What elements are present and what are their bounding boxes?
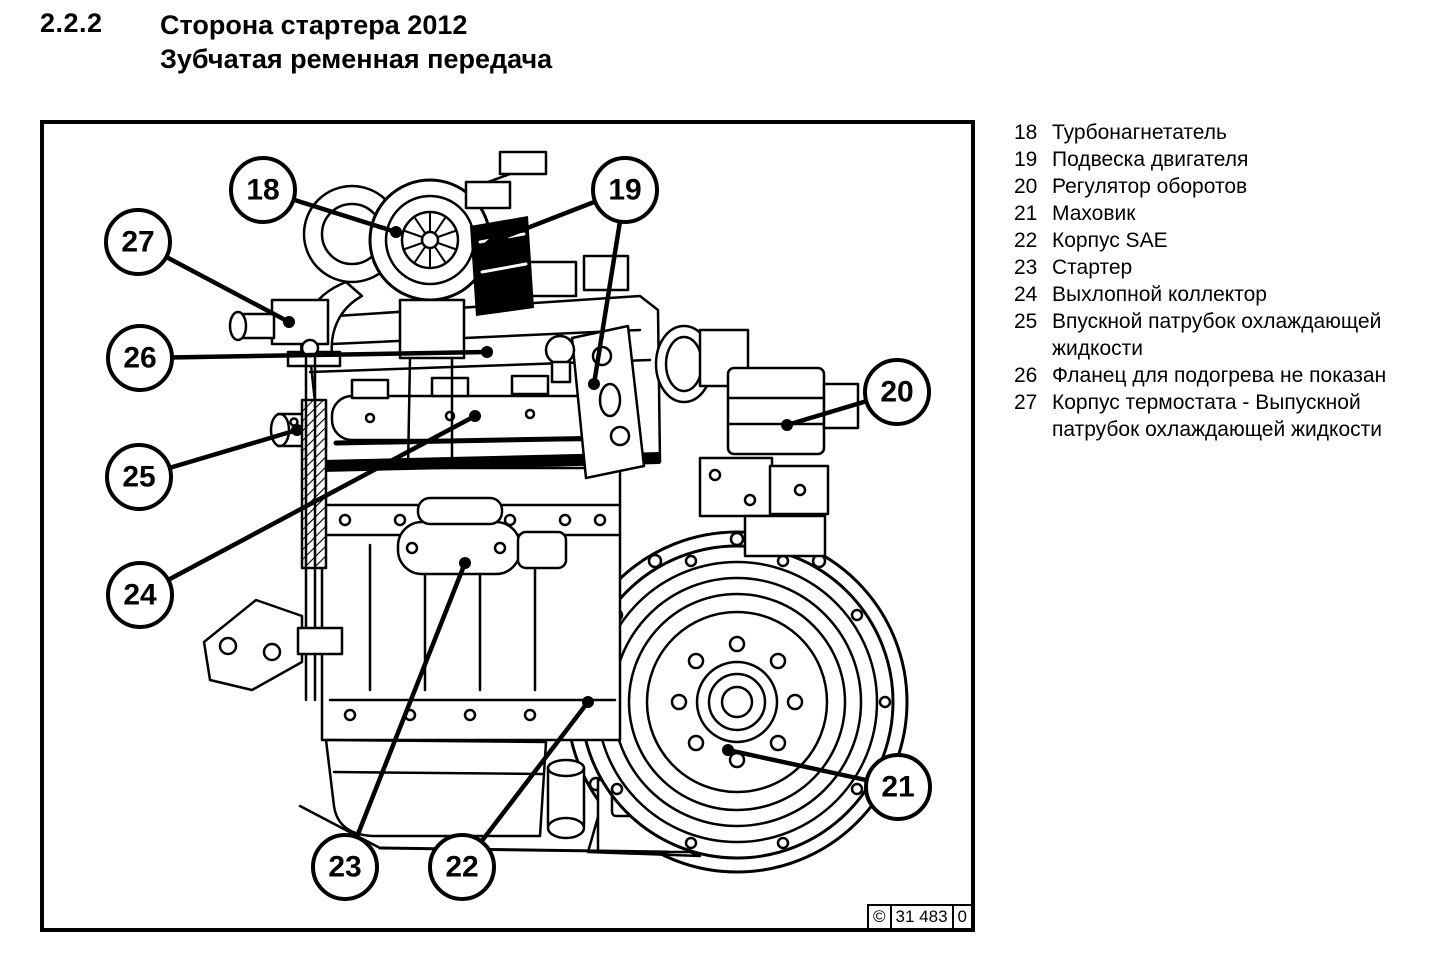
- governor-art: [698, 366, 860, 558]
- callout-number-18: 18: [246, 174, 279, 207]
- legend-item-number: 25: [1014, 310, 1038, 333]
- legend-item: 26 Фланец для подогрева не показан: [1014, 362, 1420, 389]
- leader-dot-26: [481, 346, 493, 358]
- callout-number-25: 25: [122, 461, 155, 494]
- leader-line-22: [460, 700, 590, 869]
- legend-item: 27 Корпус термостата - Выпускной патрубо…: [1014, 389, 1420, 443]
- callout-circle-26: [106, 324, 174, 392]
- legend-item-number: 19: [1014, 148, 1038, 171]
- engine-illustration: 18 19 20 21 22 23 24 25 26 27: [104, 150, 932, 901]
- leader-dot-20: [781, 419, 793, 431]
- legend-item-label: Корпус SAE: [1052, 229, 1168, 252]
- leader-dot-19-2: [588, 378, 600, 390]
- legend-item-label: Турбонагнетатель: [1052, 121, 1227, 144]
- callout-number-27: 27: [121, 226, 154, 259]
- title-line-2: Зубчатая ременная передача: [160, 44, 553, 74]
- legend-item-number: 20: [1014, 175, 1038, 198]
- callout-circle-20: [863, 358, 931, 426]
- title-line-1: Сторона стартера 2012: [160, 10, 468, 40]
- figure-number: 31 483: [889, 904, 952, 928]
- legend-item-number: 26: [1014, 364, 1038, 387]
- callout-number-23: 23: [328, 851, 361, 884]
- legend-item: 18 Турбонагнетатель: [1014, 119, 1420, 146]
- legend-item: 22 Корпус SAE: [1014, 227, 1420, 254]
- callout-number-21: 21: [881, 771, 914, 804]
- legend-item-label: Подвеска двигателя: [1052, 148, 1249, 171]
- section-number: 2.2.2: [40, 8, 103, 38]
- leader-dot-21: [722, 744, 734, 756]
- copyright-mark: ©: [867, 904, 890, 928]
- oil-pan-art: [324, 738, 586, 840]
- callout-number-26: 26: [123, 342, 156, 375]
- legend-item-number: 23: [1014, 256, 1038, 279]
- legend-item: 20 Регулятор оборотов: [1014, 173, 1420, 200]
- legend-item-label: Выхлопной коллектор: [1052, 283, 1267, 306]
- legend-list: 18 Турбонагнетатель 19 Подвеска двигател…: [1014, 119, 1420, 443]
- legend-item: 19 Подвеска двигателя: [1014, 146, 1420, 173]
- starter-art: [396, 496, 568, 576]
- legend-item-label: Фланец для подогрева не показан: [1052, 364, 1387, 387]
- legend-item-number: 21: [1014, 202, 1038, 225]
- callout-number-20: 20: [880, 376, 913, 409]
- figure-frame: 18 19 20 21 22 23 24 25 26 27 © 31 483 0: [40, 120, 975, 932]
- figure-stamp: © 31 483 0: [867, 904, 971, 928]
- callout-circle-21: [864, 753, 932, 821]
- leader-dot-22: [582, 696, 594, 708]
- legend-item: 21 Маховик: [1014, 200, 1420, 227]
- callout-number-24: 24: [123, 579, 157, 612]
- leader-line-26: [139, 349, 488, 361]
- callout-circle-24: [106, 561, 174, 629]
- leader-arrowhead-19: [481, 226, 511, 246]
- flywheel-art: [579, 544, 895, 860]
- engine-mount-art: [544, 324, 646, 480]
- legend-item: 25 Впускной патрубок охлаждающей жидкост…: [1014, 308, 1420, 362]
- callout-circle-25: [105, 443, 173, 511]
- legend-item: 24 Выхлопной коллектор: [1014, 281, 1420, 308]
- leader-line-24: [138, 414, 477, 597]
- leader-dot-25: [291, 424, 303, 436]
- callout-circle-22: [428, 833, 496, 901]
- callout-number-22: 22: [445, 851, 478, 884]
- leader-dot-18: [390, 226, 402, 238]
- callout-number-19: 19: [608, 174, 641, 207]
- legend-item-number: 18: [1014, 121, 1038, 144]
- leader-line-23: [342, 562, 468, 868]
- page-title: Сторона стартера 2012 Зубчатая ременная …: [160, 8, 552, 76]
- legend-item-number: 22: [1014, 229, 1038, 252]
- callout-circle-18: [229, 156, 297, 224]
- legend-item-label: Маховик: [1052, 202, 1136, 225]
- legend-item-label: Впускной патрубок охлаждающей жидкости: [1052, 310, 1382, 360]
- legend-item-number: 27: [1014, 391, 1038, 414]
- leader-dot-23: [459, 557, 471, 569]
- leader-dot-24: [469, 410, 481, 422]
- callout-circle-19: [591, 156, 659, 224]
- legend-item-label: Корпус термостата - Выпускной патрубок о…: [1052, 391, 1382, 441]
- figure-revision: 0: [951, 904, 971, 928]
- legend-item-number: 24: [1014, 283, 1038, 306]
- front-bracket-art: [202, 598, 344, 692]
- legend-item-label: Регулятор оборотов: [1052, 175, 1248, 198]
- callout-circle-23: [311, 833, 379, 901]
- thermostat-housing-art: [228, 280, 364, 368]
- intake-port-art: [654, 324, 750, 404]
- legend-item: 23 Стартер: [1014, 254, 1420, 281]
- legend-item-label: Стартер: [1052, 256, 1133, 279]
- callout-circle-27: [104, 208, 172, 276]
- leader-dot-27: [283, 316, 295, 328]
